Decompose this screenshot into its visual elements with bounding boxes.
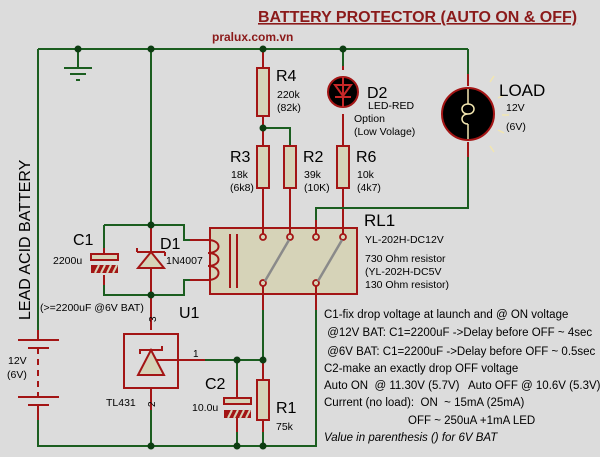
note-auto-on: Auto ON @ 11.30V (5.7V) xyxy=(324,380,460,392)
note-line: C1-fix drop voltage at launch and @ ON v… xyxy=(324,309,568,321)
battery-voltage: 12V xyxy=(8,355,27,367)
resistor-r1 xyxy=(256,379,270,421)
r6-value: 10k xyxy=(357,169,375,181)
rl1-line2: (YL-202H-DC5V xyxy=(365,266,441,278)
c1-note: (>=2200uF @6V BAT) xyxy=(40,302,144,314)
resistor-r6 xyxy=(336,145,350,189)
lamp-load xyxy=(441,75,509,153)
r1-value: 75k xyxy=(276,421,294,433)
r2-ref: R2 xyxy=(303,149,324,166)
c2-ref: C2 xyxy=(205,376,226,393)
d2-value: LED-RED xyxy=(368,100,415,112)
d1-ref: D1 xyxy=(160,236,181,253)
footnote: Value in parenthesis () for 6V BAT xyxy=(324,432,498,444)
d2-note2: (Low Volage) xyxy=(354,126,415,138)
d2-note1: Option xyxy=(354,113,385,125)
battery-label: LEAD ACID BATTERY xyxy=(17,159,34,320)
r1-ref: R1 xyxy=(276,400,297,417)
wire-bottom-rail xyxy=(37,420,263,447)
r6-ref: R6 xyxy=(356,149,377,166)
regulator-u1 xyxy=(123,333,179,389)
r4-value: 220k xyxy=(277,89,301,101)
note-current-on: Current (no load): ON ~ 15mA (25mA) xyxy=(324,397,525,409)
led-d2 xyxy=(327,76,359,108)
r3-value: 18k xyxy=(231,169,249,181)
battery-symbol xyxy=(18,339,59,406)
r4-ref: R4 xyxy=(276,68,297,85)
note-auto-off: Auto OFF @ 10.6V (5.3V) xyxy=(468,380,600,392)
r3-ref: R3 xyxy=(230,149,251,166)
resistor-r4 xyxy=(256,67,270,117)
u1-pin2: 2 xyxy=(147,401,158,407)
junction-dots xyxy=(74,45,347,450)
c1-value: 2200u xyxy=(53,255,82,267)
rl1-line3: 130 Ohm resistor) xyxy=(365,279,449,291)
note-line: @12V BAT: C1=2200uF ->Delay before OFF ~… xyxy=(324,327,592,339)
website-label: pralux.com.vn xyxy=(212,30,293,44)
capacitor-c1 xyxy=(90,253,119,274)
r2-alt: (10K) xyxy=(304,182,330,194)
d1-value: 1N4007 xyxy=(166,255,203,267)
c1-ref: C1 xyxy=(73,232,94,249)
note-current-off: OFF ~ 250uA +1mA LED xyxy=(408,415,535,427)
u1-ref: U1 xyxy=(179,305,200,322)
relay-rl1 xyxy=(207,220,358,295)
rl1-line1: 730 Ohm resistor xyxy=(365,253,446,265)
u1-pin1: 1 xyxy=(193,349,199,360)
resistor-r3 xyxy=(256,145,270,189)
diagram-title: BATTERY PROTECTOR (AUTO ON & OFF) xyxy=(258,9,577,26)
r2-value: 39k xyxy=(304,169,322,181)
load-ref: LOAD xyxy=(499,81,545,100)
rl1-model: YL-202H-DC12V xyxy=(365,234,444,246)
wire-to-load xyxy=(315,157,469,220)
load-alt: (6V) xyxy=(506,121,526,133)
d2-ref: D2 xyxy=(367,85,388,102)
resistor-r2 xyxy=(283,145,297,189)
ground-icon xyxy=(64,67,92,81)
load-value: 12V xyxy=(506,102,525,114)
capacitor-c2 xyxy=(223,397,252,419)
note-line: @6V BAT: C1=2200uF ->Delay before OFF ~ … xyxy=(324,346,596,358)
battery-voltage-alt: (6V) xyxy=(7,369,27,381)
u1-value: TL431 xyxy=(106,397,136,409)
u1-pin3: 3 xyxy=(148,316,159,322)
notes-block: C1-fix drop voltage at launch and @ ON v… xyxy=(324,309,600,444)
c2-value: 10.0u xyxy=(192,402,218,414)
rl1-ref: RL1 xyxy=(364,211,395,230)
note-line: C2-make an exactly drop OFF voltage xyxy=(324,363,518,375)
r6-alt: (4k7) xyxy=(357,182,381,194)
r4-alt: (82k) xyxy=(277,102,301,114)
diode-d1 xyxy=(135,248,167,269)
r3-alt: (6k8) xyxy=(230,182,254,194)
